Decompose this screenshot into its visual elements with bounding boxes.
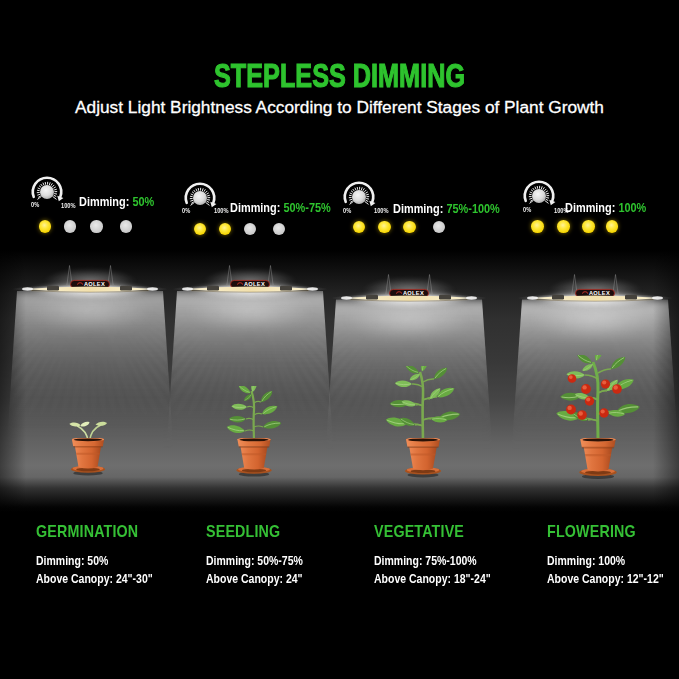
svg-text:AOLEX: AOLEX (589, 290, 610, 296)
svg-text:AOLEX: AOLEX (244, 281, 265, 287)
svg-text:AOLEX: AOLEX (403, 290, 424, 296)
svg-text:AOLEX: AOLEX (84, 281, 105, 287)
